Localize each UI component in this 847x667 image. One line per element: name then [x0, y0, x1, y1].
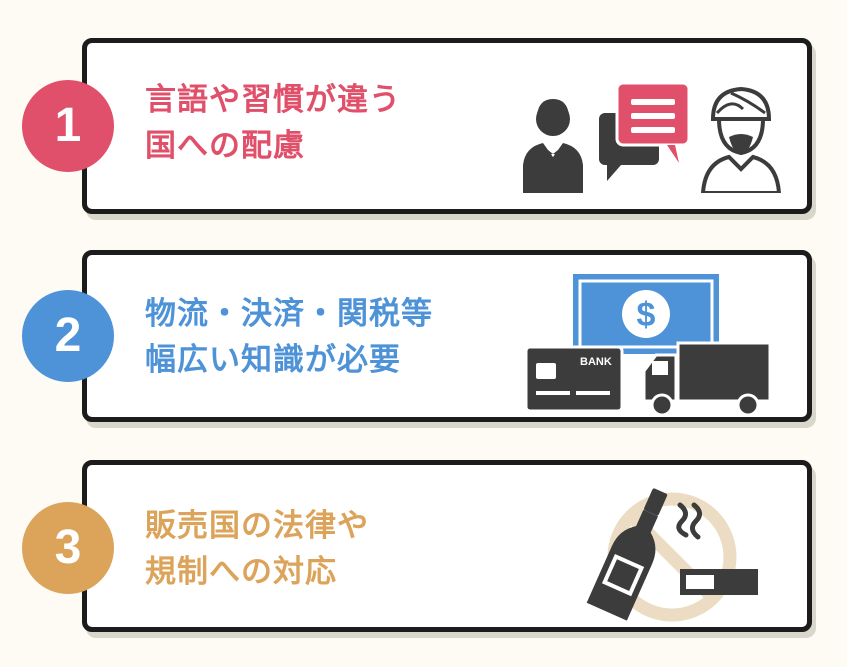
- title-line-1: 物流・決済・関税等: [145, 296, 433, 332]
- bottle-icon: [586, 488, 668, 621]
- title-line-2: 国への配慮: [145, 128, 305, 164]
- credit-card-icon: BANK: [524, 345, 624, 413]
- title-line-1: 言語や習慣が違う: [145, 82, 401, 118]
- number-badge-3: 3: [22, 502, 114, 594]
- businessman-icon: [523, 99, 583, 193]
- number-badge-1: 1: [22, 80, 114, 172]
- title-line-1: 販売国の法律や: [145, 508, 369, 544]
- card-logistics-payment: 物流・決済・関税等 幅広い知識が必要 $ BANK: [82, 250, 812, 422]
- illustration-communication: [523, 81, 782, 193]
- illustration-regulations: [586, 488, 758, 622]
- truck-icon: [642, 341, 772, 415]
- svg-text:$: $: [637, 296, 656, 334]
- card-title: 販売国の法律や 規制への対応: [145, 503, 369, 595]
- title-line-2: 規制への対応: [145, 554, 337, 590]
- turban-man-icon: [700, 86, 782, 193]
- speech-bubbles-icon: [599, 81, 691, 181]
- bank-label: BANK: [580, 356, 612, 368]
- card-laws-regulations: 販売国の法律や 規制への対応: [82, 460, 812, 632]
- card-title: 物流・決済・関税等 幅広い知識が必要: [145, 291, 433, 383]
- card-language-customs: 言語や習慣が違う 国への配慮: [82, 38, 812, 214]
- number-badge-2: 2: [22, 290, 114, 382]
- card-title: 言語や習慣が違う 国への配慮: [145, 77, 401, 169]
- illustration-finance: $ BANK: [524, 272, 772, 415]
- title-line-2: 幅広い知識が必要: [145, 342, 401, 378]
- dollar-bill-icon: $: [571, 272, 721, 356]
- cigarette-icon: [676, 502, 758, 595]
